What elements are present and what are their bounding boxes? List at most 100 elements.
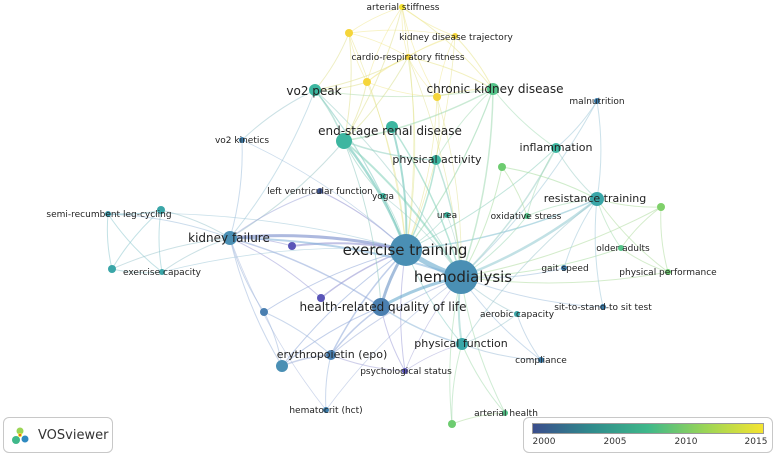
node-teal-dot-2[interactable] — [108, 265, 116, 273]
node-arterial-health[interactable] — [502, 410, 508, 416]
edge-arterial-stiffness-yellow-dot-1 — [348, 6, 403, 34]
node-yellow-dot-2[interactable] — [363, 78, 371, 86]
node-cardio-respiratory-fitness[interactable] — [405, 54, 411, 60]
label-physical-function[interactable]: physical function — [414, 337, 508, 350]
node-compliance[interactable] — [538, 357, 544, 363]
node-chronic-kidney-disease[interactable] — [487, 83, 499, 95]
node-green-dot-3[interactable] — [448, 420, 456, 428]
edge-kidney-disease-trajectory-yellow-dot-3 — [436, 35, 456, 98]
node-health-related-quality-of-life[interactable] — [372, 298, 390, 316]
label-end-stage-renal-disease[interactable]: end-stage renal disease — [318, 124, 462, 138]
label-hematocrit-hct[interactable]: hematocrit (hct) — [289, 406, 362, 416]
node-purple-dot-1[interactable] — [288, 242, 296, 250]
node-gait-speed[interactable] — [561, 265, 567, 271]
edge-hemodialysis-hematocrit-hct — [325, 276, 462, 411]
node-end-stage-renal-disease-dot[interactable] — [386, 121, 398, 133]
edge-exercise-training-inflammation — [405, 147, 557, 251]
label-left-ventricular-function[interactable]: left ventricular function — [267, 187, 373, 197]
label-physical-activity[interactable]: physical activity — [392, 153, 482, 166]
node-erythropoietin-dot[interactable] — [276, 360, 288, 372]
node-hemodialysis[interactable] — [444, 260, 478, 294]
label-malnutrition[interactable]: malnutrition — [569, 97, 624, 107]
node-semi-recumbent-leg-cycling[interactable] — [105, 211, 111, 217]
edge-oxidative-stress-green-dot-1 — [501, 166, 528, 217]
label-gait-speed[interactable]: gait speed — [541, 264, 588, 274]
node-older-adults[interactable] — [618, 245, 624, 251]
label-cardio-respiratory-fitness[interactable]: cardio-respiratory fitness — [351, 53, 464, 63]
label-compliance[interactable]: compliance — [515, 356, 567, 366]
edge-kidney-disease-trajectory-yellow-dot-1 — [348, 29, 456, 37]
label-health-related-quality-of-life[interactable]: health-related quality of life — [299, 300, 466, 314]
node-kidney-failure[interactable] — [223, 231, 237, 245]
node-green-dot-2[interactable] — [657, 203, 665, 211]
edge-yellow-dot-2-yellow-dot-3 — [366, 81, 438, 98]
label-vo2-kinetics[interactable]: vo2 kinetics — [215, 136, 269, 146]
label-aerobic-capacity[interactable]: aerobic capacity — [480, 310, 555, 320]
label-exercise-capacity[interactable]: exercise capacity — [123, 268, 202, 278]
edge-exercise-training-kidney-disease-trajectory — [405, 35, 456, 251]
edge-exercise-training-semi-recumbent-leg-cycling — [107, 212, 407, 251]
node-vo2-peak[interactable] — [309, 84, 321, 96]
node-kidney-disease-trajectory[interactable] — [452, 33, 458, 39]
edge-chronic-kidney-disease-inflammation — [492, 88, 557, 149]
label-older-adults[interactable]: older adults — [596, 244, 650, 254]
node-hematocrit-hct[interactable] — [323, 407, 329, 413]
label-resistance-training[interactable]: resistance training — [544, 192, 647, 205]
node-vo2-kinetics[interactable] — [239, 137, 245, 143]
label-arterial-health[interactable]: arterial health — [474, 409, 538, 419]
label-psychological-status[interactable]: psychological status — [360, 367, 452, 377]
edge-exercise-training-yellow-dot-2 — [366, 81, 407, 251]
node-physical-performance[interactable] — [665, 269, 671, 275]
label-physical-performance[interactable]: physical performance — [619, 268, 717, 278]
node-resistance-training[interactable] — [590, 192, 604, 206]
node-oxidative-stress[interactable] — [524, 213, 530, 219]
node-yellow-dot-1[interactable] — [345, 29, 353, 37]
edge-hemodialysis-green-dot-3 — [449, 276, 462, 425]
node-purple-dot-2[interactable] — [317, 294, 325, 302]
label-kidney-failure[interactable]: kidney failure — [188, 231, 270, 245]
node-physical-function[interactable] — [456, 338, 468, 350]
edge-green-dot-2-older-adults — [620, 206, 662, 249]
node-yoga[interactable] — [380, 193, 386, 199]
node-teal-dot-1[interactable] — [157, 206, 165, 214]
edge-arterial-stiffness-yellow-dot-3 — [401, 6, 438, 98]
label-arterial-stiffness[interactable]: arterial stiffness — [367, 3, 440, 13]
label-exercise-training[interactable]: exercise training — [343, 241, 468, 259]
edge-kidney-failure-exercise-capacity — [161, 237, 231, 273]
label-kidney-disease-trajectory[interactable]: kidney disease trajectory — [399, 33, 513, 43]
node-green-dot-1[interactable] — [498, 163, 506, 171]
label-sit-to-stand-to-sit-test[interactable]: sit-to-stand-to sit test — [554, 303, 652, 313]
label-oxidative-stress[interactable]: oxidative stress — [491, 212, 562, 222]
node-psychological-status[interactable] — [402, 368, 408, 374]
label-erythropoietin-epo[interactable]: erythropoietin (epo) — [277, 348, 388, 361]
label-chronic-kidney-disease[interactable]: chronic kidney disease — [427, 82, 564, 96]
node-exercise-capacity[interactable] — [159, 269, 165, 275]
edge-hemodialysis-erythropoietin-epo — [330, 276, 462, 356]
label-inflammation[interactable]: inflammation — [520, 141, 593, 154]
edge-cardio-respiratory-fitness-yellow-dot-3 — [407, 56, 438, 98]
node-exercise-training[interactable] — [390, 234, 422, 266]
node-sit-to-stand-to-sit-test[interactable] — [600, 304, 606, 310]
label-yoga[interactable]: yoga — [372, 192, 394, 202]
label-hemodialysis[interactable]: hemodialysis — [414, 268, 512, 286]
node-end-stage-renal-disease[interactable] — [336, 133, 352, 149]
edge-exercise-training-erythropoietin-dot — [281, 249, 407, 367]
node-erythropoietin-epo[interactable] — [326, 350, 336, 360]
node-blue-dot-1[interactable] — [260, 308, 268, 316]
edge-arterial-stiffness-kidney-disease-trajectory — [401, 6, 456, 37]
node-inflammation[interactable] — [551, 143, 561, 153]
node-physical-activity[interactable] — [431, 155, 441, 165]
node-left-ventricular-function[interactable] — [317, 188, 323, 194]
node-arterial-stiffness[interactable] — [399, 4, 405, 10]
edge-arterial-health-green-dot-3 — [451, 412, 506, 425]
node-malnutrition[interactable] — [594, 98, 600, 104]
vosviewer-logo[interactable]: VOSviewer — [3, 417, 113, 453]
edge-vo2-peak-chronic-kidney-disease — [314, 88, 494, 98]
label-urea[interactable]: urea — [437, 211, 457, 221]
node-aerobic-capacity[interactable] — [514, 311, 520, 317]
label-semi-recumbent-leg-cycling[interactable]: semi-recumbent leg-cycling — [46, 210, 171, 220]
label-vo2-peak[interactable]: vo2 peak — [286, 84, 341, 98]
node-yellow-dot-3[interactable] — [433, 93, 441, 101]
node-urea[interactable] — [444, 212, 450, 218]
